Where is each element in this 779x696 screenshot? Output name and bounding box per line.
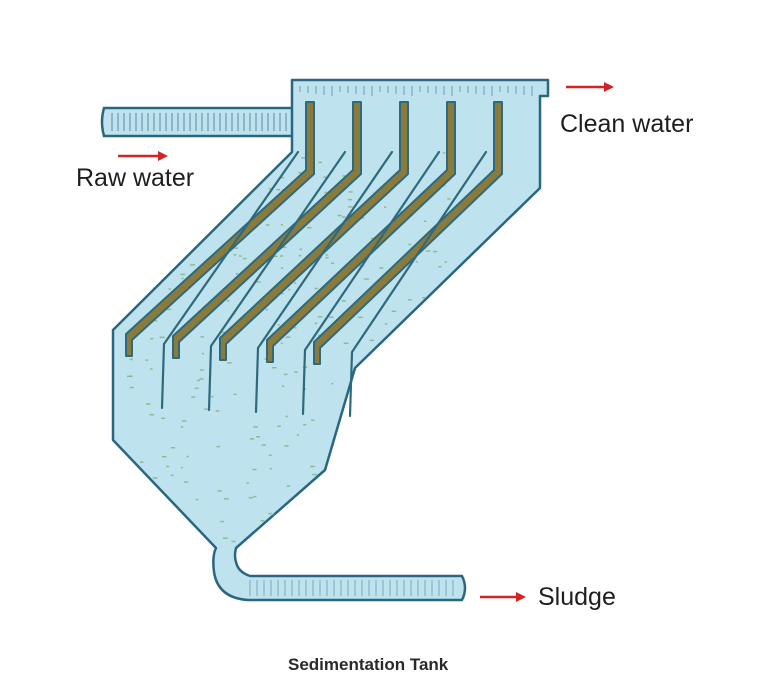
raw-water-arrow bbox=[118, 151, 168, 161]
raw-water-label: Raw water bbox=[76, 164, 195, 192]
raw-water-inlet-pipe bbox=[100, 106, 300, 138]
sludge-arrow bbox=[480, 592, 526, 602]
inlet-pipe-ticks bbox=[111, 113, 293, 131]
overflow-weir-ticks bbox=[299, 86, 533, 96]
sludge-pipe-ticks bbox=[249, 580, 454, 596]
diagram-caption: Sedimentation Tank bbox=[288, 655, 449, 674]
tank-body bbox=[111, 78, 550, 602]
clean-water-arrow bbox=[566, 82, 614, 92]
inclined-plates bbox=[125, 101, 503, 418]
sludge-label: Sludge bbox=[538, 583, 616, 611]
clean-water-label: Clean water bbox=[560, 110, 694, 138]
